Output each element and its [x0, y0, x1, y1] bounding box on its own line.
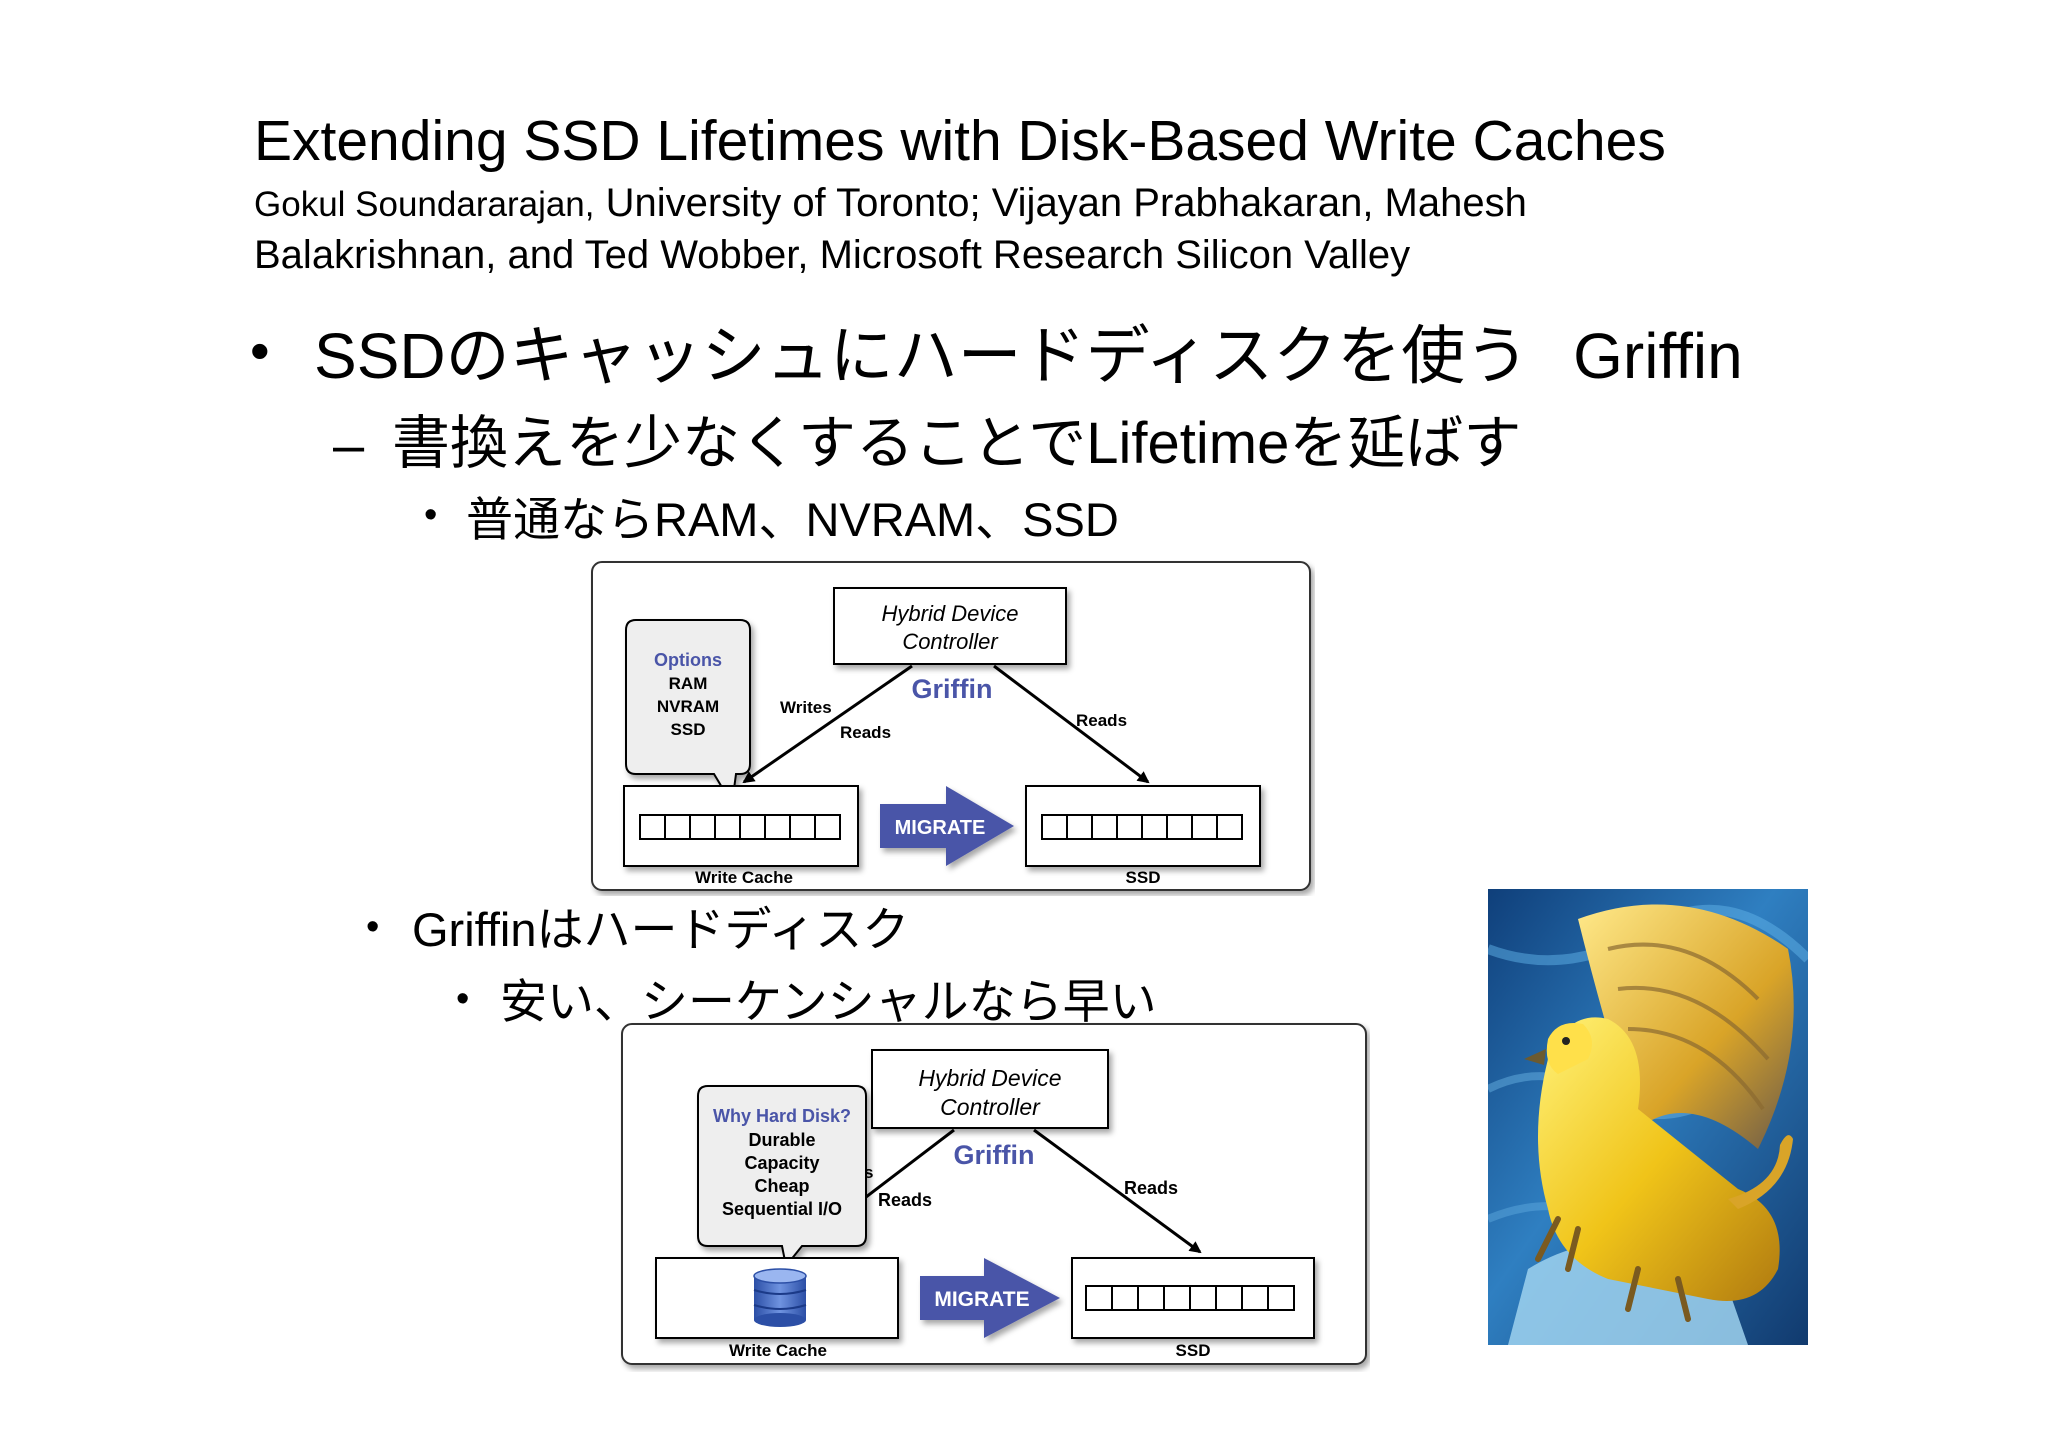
- ssd-slots: [1041, 814, 1243, 840]
- controller-label-line-1: Hybrid Device: [918, 1065, 1061, 1091]
- callout-item: NVRAM: [657, 697, 719, 716]
- ssd-label: SSD: [1176, 1341, 1211, 1360]
- callout-title: Options: [654, 650, 722, 670]
- bullet-dot-icon: •: [250, 319, 270, 382]
- ssd-box: SSD: [1071, 1257, 1315, 1360]
- griffin-architecture-diagram-1: Hybrid Device Controller Griffin Writes …: [591, 561, 1311, 891]
- write-cache-box: Write Cache: [655, 1257, 899, 1360]
- first-author-name: Gokul Soundararajan,: [254, 185, 595, 224]
- migrate-arrow: MIGRATE: [920, 1258, 1060, 1338]
- controller-label-line-2: Controller: [940, 1094, 1041, 1120]
- writes-label-fragment: s: [864, 1163, 873, 1182]
- callout-item: RAM: [669, 674, 708, 693]
- migrate-arrow: MIGRATE: [880, 786, 1014, 866]
- bullet-dot-icon: •: [424, 494, 438, 536]
- why-hard-disk-callout: Why Hard Disk? Durable Capacity Cheap Se…: [697, 1085, 867, 1269]
- writes-arrow: [742, 664, 913, 784]
- ssd-box: SSD: [1025, 785, 1261, 887]
- callout-item: Cheap: [754, 1176, 809, 1196]
- write-cache-label: Write Cache: [729, 1341, 827, 1360]
- cache-slots: [639, 814, 841, 840]
- controller-label-line-1: Hybrid Device: [882, 601, 1019, 626]
- bullet-level-1-suffix: Griffin: [1573, 320, 1743, 392]
- bullet-level-1: SSDのキャッシュにハードディスクを使う Griffin: [314, 316, 1743, 396]
- griffin-label: Griffin: [954, 1140, 1035, 1170]
- callout-item: Sequential I/O: [722, 1199, 842, 1219]
- dash-bullet-icon: –: [333, 413, 365, 476]
- controller-box: Hybrid Device Controller: [871, 1049, 1109, 1129]
- griffin-architecture-diagram-2: Hybrid Device Controller Griffin s Reads…: [621, 1023, 1367, 1365]
- migrate-label: MIGRATE: [895, 817, 986, 839]
- reads-right-label: Reads: [1124, 1178, 1178, 1198]
- bullet-level-1-text: SSDのキャッシュにハードディスクを使う: [314, 320, 1530, 392]
- reads-arrow: [993, 664, 1150, 784]
- write-cache-box: Write Cache: [623, 785, 859, 887]
- bullet-level-2: 書換えを少なくすることでLifetimeを延ばす: [392, 411, 1522, 476]
- reads-left-label: Reads: [878, 1190, 932, 1210]
- paper-title: Extending SSD Lifetimes with Disk-Based …: [254, 109, 1666, 173]
- writes-label: Writes: [780, 698, 832, 717]
- callout-item: SSD: [671, 720, 706, 739]
- reads-arrow: [1033, 1128, 1202, 1254]
- ssd-slots: [1085, 1285, 1295, 1311]
- bullet-level-5: 安い、シーケンシャルなら早い: [500, 975, 1157, 1028]
- authors-line-1-rest: University of Toronto; Vijayan Prabhakar…: [594, 181, 1527, 225]
- griffin-label: Griffin: [912, 674, 993, 704]
- bullet-dot-icon: •: [366, 906, 380, 948]
- griffin-painting-image: [1488, 889, 1808, 1345]
- callout-item: Durable: [748, 1130, 815, 1150]
- database-icon: [753, 1268, 807, 1327]
- migrate-label: MIGRATE: [934, 1288, 1029, 1311]
- options-callout: Options RAM NVRAM SSD: [625, 619, 751, 807]
- controller-box: Hybrid Device Controller: [833, 587, 1067, 665]
- callout-item: Capacity: [744, 1153, 819, 1173]
- paper-authors-line-2: Balakrishnan, and Ted Wobber, Microsoft …: [254, 233, 1411, 277]
- ssd-label: SSD: [1126, 868, 1161, 887]
- bullet-level-4: Griffinはハードディスク: [412, 903, 910, 956]
- write-cache-label: Write Cache: [695, 868, 793, 887]
- controller-label-line-2: Controller: [902, 629, 999, 654]
- reads-right-label: Reads: [1076, 711, 1127, 730]
- callout-title: Why Hard Disk?: [713, 1106, 851, 1126]
- bullet-level-3: 普通ならRAM、NVRAM、SSD: [466, 493, 1119, 546]
- bullet-dot-icon: •: [456, 978, 470, 1020]
- reads-left-label: Reads: [840, 723, 891, 742]
- paper-authors-line-1: Gokul Soundararajan, University of Toron…: [254, 178, 1527, 230]
